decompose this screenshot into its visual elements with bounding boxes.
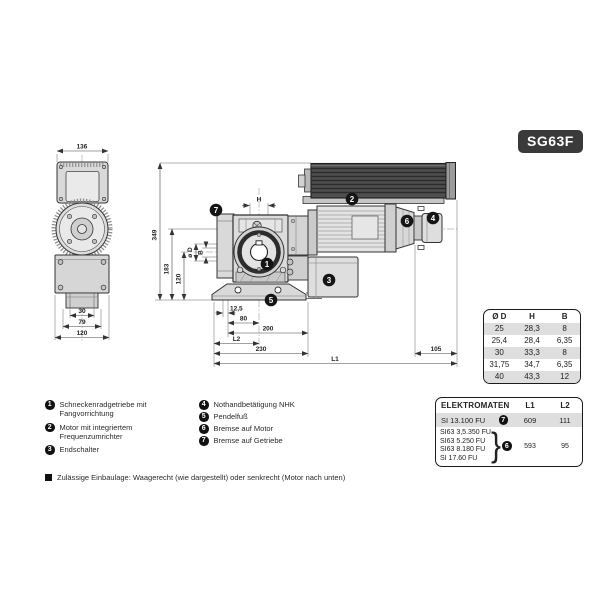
callout-7-badge: 7: [498, 415, 508, 425]
square-bullet-icon: [45, 474, 52, 481]
elektromaten-table: ELEKTROMATEN L1 L2 SI 13.100 FU 7 609 11…: [435, 397, 583, 468]
motor-body: [287, 203, 397, 256]
dim-l2: L2: [233, 336, 241, 343]
front-view: 136: [51, 144, 113, 342]
legend-item-5: 5 Pendelfuß: [199, 412, 339, 422]
dim-349: 349: [152, 229, 159, 240]
hollow-shaft-bore: [249, 242, 269, 262]
mounting-note: Zulässige Einbaulage: Waagerecht (wie da…: [45, 473, 345, 482]
legend-column-1: 1 Schneckenradgetriebe mit Fangvorrichtu…: [45, 400, 195, 459]
model-badge: SG63F: [518, 130, 583, 153]
dim-183: 183: [164, 263, 171, 274]
table-row: SI 13.100 FU 7 609 111: [436, 413, 582, 427]
callout-5: 5: [264, 293, 278, 307]
legend-item-6: 6 Bremse auf Motor: [199, 424, 339, 434]
legend-item-7: 7 Bremse auf Getriebe: [199, 436, 339, 446]
dim-12-5: 12,5: [230, 306, 243, 313]
dim-l1: L1: [331, 356, 339, 363]
motor-brake: [395, 206, 423, 250]
technical-drawing: 1 3 6: [51, 144, 458, 367]
legend-column-2: 4 Nothandbetätigung NHK 5 Pendelfuß 6 Br…: [199, 400, 339, 448]
svg-text:2: 2: [350, 195, 355, 204]
col-d: Ø D: [492, 312, 507, 321]
note-text: Zulässige Einbaulage: Waagerecht (wie da…: [57, 473, 346, 482]
dim-h: H: [257, 197, 262, 204]
side-view: 349 183 120 ø D B H: [152, 162, 458, 367]
legend-item-4: 4 Nothandbetätigung NHK: [199, 400, 339, 410]
svg-text:5: 5: [269, 296, 274, 305]
pendulum-foot: [211, 283, 322, 301]
gearbox-brake-block: [216, 213, 235, 279]
dim-120: 120: [176, 273, 183, 284]
col-h: H: [529, 312, 535, 321]
svg-text:7: 7: [214, 206, 219, 215]
dim-200: 200: [263, 326, 274, 333]
callout-7: 7: [209, 203, 223, 217]
worm-gearbox: [232, 214, 289, 283]
dim-230: 230: [256, 346, 267, 353]
svg-text:1: 1: [265, 260, 270, 269]
dim-key-b: B: [198, 250, 205, 255]
dim-105: 105: [431, 346, 442, 353]
callout-4: 4: [426, 211, 440, 225]
legend-item-1: 1 Schneckenradgetriebe mit Fangvorrichtu…: [45, 400, 195, 418]
legend-item-3: 3 Endschalter: [45, 445, 195, 455]
model-name: SI 13.100 FU: [441, 415, 486, 425]
elektromaten-header: ELEKTROMATEN L1 L2: [441, 401, 570, 410]
legend-item-2: 2 Motor mit integriertem Frequenzumricht…: [45, 422, 195, 441]
brace: }: [490, 426, 502, 465]
dim-front-width: 136: [77, 144, 88, 151]
dim-80: 80: [240, 316, 248, 323]
svg-text:6: 6: [405, 217, 410, 226]
model-name-group: SI63 3,5.350 FU SI63 5.250 FU SI63 8.180…: [440, 429, 491, 462]
table-row: SI63 3,5.350 FU SI63 5.250 FU SI63 8.180…: [440, 426, 569, 465]
dim-front-30: 30: [78, 308, 86, 315]
svg-text:4: 4: [431, 214, 436, 223]
shaft-table-header: Ø D H B: [484, 310, 580, 323]
callout-6-badge: 6: [502, 441, 512, 451]
keyway: [255, 240, 263, 246]
svg-text:3: 3: [327, 276, 332, 285]
callout-6: 6: [400, 214, 414, 228]
dim-front-120: 120: [77, 330, 88, 337]
col-b: B: [561, 312, 568, 321]
callout-3: 3: [322, 273, 336, 287]
callout-2: 2: [345, 192, 359, 206]
dim-bore-d: ø D: [187, 247, 194, 258]
dim-front-79: 79: [78, 319, 86, 326]
frequency-converter: [298, 162, 456, 204]
motor-front-face: [51, 198, 113, 260]
callout-1: 1: [260, 257, 274, 271]
